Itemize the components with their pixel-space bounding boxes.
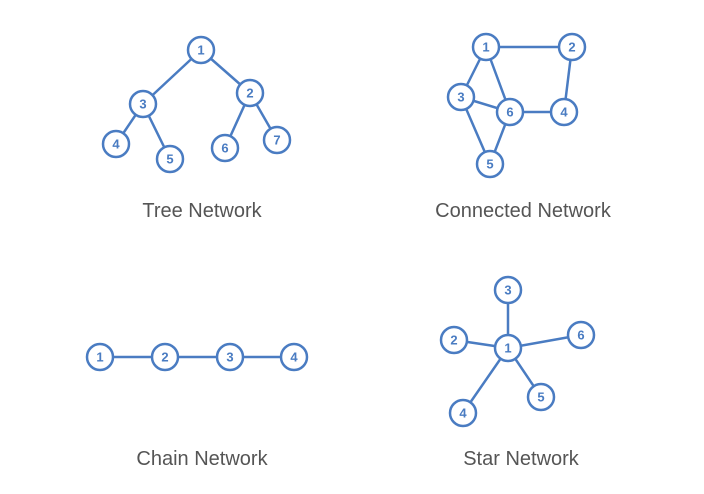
connected-node-5: 5 [475,149,505,179]
chain-caption: Chain Network [136,448,268,470]
node-circle [439,325,469,355]
node-circle [495,97,525,127]
connected-node-1: 1 [471,32,501,62]
node-circle [215,342,245,372]
node-label: 5 [537,390,544,405]
node-circle [475,149,505,179]
node-circle [557,32,587,62]
node-circle [262,125,292,155]
node-label: 5 [166,152,173,167]
node-label: 2 [161,350,168,365]
star-node-5: 5 [526,382,556,412]
star-node-3: 3 [493,275,523,305]
tree-node-1: 1 [186,35,216,65]
node-label: 7 [273,133,280,148]
tree-node-7: 7 [262,125,292,155]
node-circle [210,133,240,163]
node-label: 3 [457,90,464,105]
node-circle [155,144,185,174]
node-circle [128,89,158,119]
node-circle [279,342,309,372]
chain-node-2: 2 [150,342,180,372]
node-circle [549,97,579,127]
node-label: 1 [96,350,103,365]
node-circle [526,382,556,412]
node-label: 5 [486,157,493,172]
star-node-2: 2 [439,325,469,355]
star-node-1: 1 [493,333,523,363]
node-label: 6 [221,141,228,156]
node-label: 2 [450,333,457,348]
tree-node-2: 2 [235,78,265,108]
node-circle [150,342,180,372]
chain-node-3: 3 [215,342,245,372]
tree-node-3: 3 [128,89,158,119]
tree-node-4: 4 [101,129,131,159]
node-circle [448,398,478,428]
node-circle [493,275,523,305]
connected-node-6: 6 [495,97,525,127]
connected-node-4: 4 [549,97,579,127]
node-label: 4 [560,105,568,120]
node-circle [566,320,596,350]
node-circle [85,342,115,372]
node-label: 2 [568,40,575,55]
star-node-4: 4 [448,398,478,428]
node-label: 3 [226,350,233,365]
connected-caption: Connected Network [435,200,612,222]
node-circle [493,333,523,363]
connected-node-3: 3 [446,82,476,112]
node-circle [446,82,476,112]
node-circle [471,32,501,62]
star-caption: Star Network [463,448,580,470]
node-label: 4 [112,137,120,152]
chain-node-1: 1 [85,342,115,372]
star-node-6: 6 [566,320,596,350]
node-label: 3 [504,283,511,298]
tree-node-5: 5 [155,144,185,174]
tree-node-6: 6 [210,133,240,163]
node-circle [235,78,265,108]
connected-node-2: 2 [557,32,587,62]
node-label: 1 [504,341,511,356]
node-label: 1 [482,40,489,55]
node-label: 3 [139,97,146,112]
node-circle [186,35,216,65]
tree-caption: Tree Network [142,200,262,222]
node-label: 6 [506,105,513,120]
node-circle [101,129,131,159]
node-label: 6 [577,328,584,343]
node-label: 1 [197,43,204,58]
node-label: 4 [290,350,298,365]
node-label: 4 [459,406,467,421]
chain-node-4: 4 [279,342,309,372]
node-label: 2 [246,86,253,101]
